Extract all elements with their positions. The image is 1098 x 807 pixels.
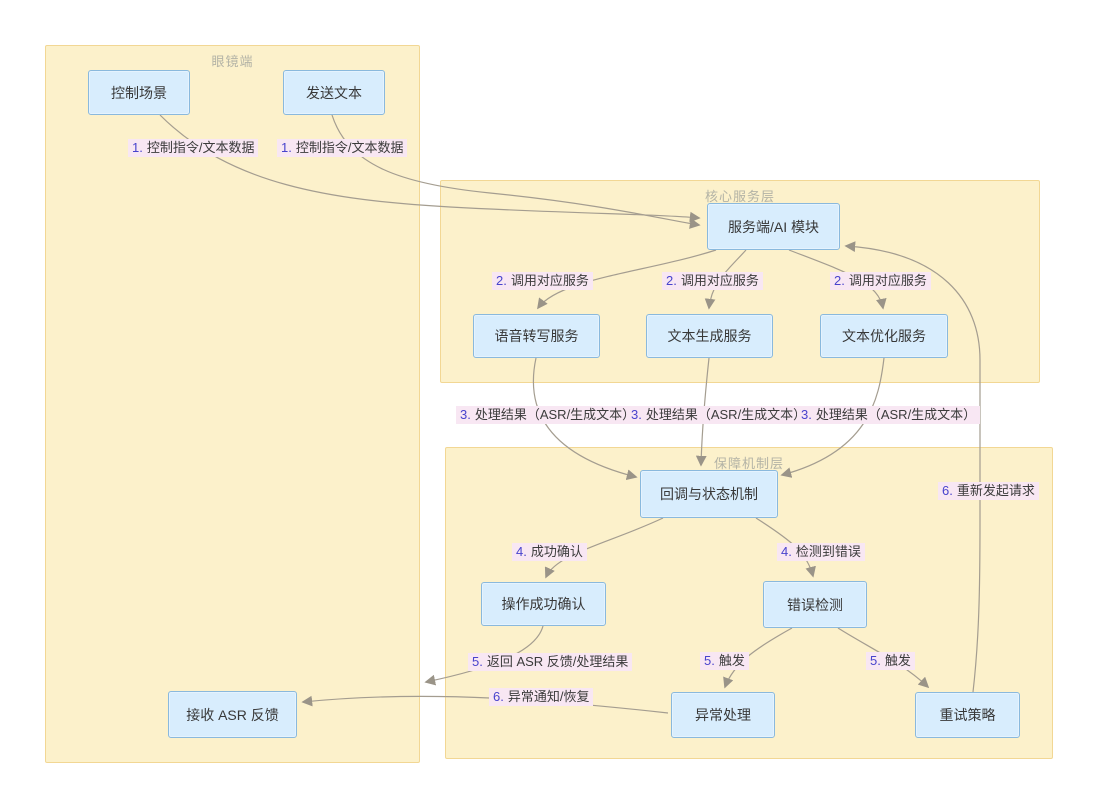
edge-label-text: 重新发起请求 xyxy=(956,483,1035,498)
edge-label-control-data-left: 1.控制指令/文本数据 xyxy=(128,139,259,157)
node-label: 操作成功确认 xyxy=(501,596,586,612)
node-label: 文本生成服务 xyxy=(667,328,752,344)
node-label: 语音转写服务 xyxy=(494,328,579,344)
edge-label-call-service-left: 2.调用对应服务 xyxy=(492,272,593,290)
edge-label-success-confirm: 4.成功确认 xyxy=(512,543,587,561)
edge-label-result-right: 3.处理结果（ASR/生成文本） xyxy=(797,406,981,424)
edge-label-number: 3. xyxy=(631,407,642,422)
group-core-service-title: 核心服务层 xyxy=(704,189,775,204)
node-label: 重试策略 xyxy=(939,707,996,723)
node-control-scene[interactable]: 控制场景 xyxy=(88,70,190,115)
edge-label-trigger-left: 5.触发 xyxy=(700,652,749,670)
edge-label-number: 5. xyxy=(472,654,483,669)
edge-label-text: 检测到错误 xyxy=(795,544,861,559)
edge-label-number: 1. xyxy=(281,140,292,155)
node-retry-strategy[interactable]: 重试策略 xyxy=(915,692,1020,738)
edge-label-number: 2. xyxy=(834,273,845,288)
edge-label-text: 处理结果（ASR/生成文本） xyxy=(815,407,977,422)
node-success-confirm[interactable]: 操作成功确认 xyxy=(481,582,606,626)
edge-label-number: 6. xyxy=(942,483,953,498)
edge-label-number: 2. xyxy=(666,273,677,288)
edge-label-error-detected: 4.检测到错误 xyxy=(777,543,865,561)
node-send-text[interactable]: 发送文本 xyxy=(283,70,385,115)
edge-label-text: 调用对应服务 xyxy=(680,273,759,288)
edge-label-result-left: 3.处理结果（ASR/生成文本） xyxy=(456,406,640,424)
node-callback-state[interactable]: 回调与状态机制 xyxy=(640,470,778,518)
node-ai-module[interactable]: 服务端/AI 模块 xyxy=(707,203,840,250)
node-label: 错误检测 xyxy=(787,596,843,613)
edge-label-exception-notify: 6.异常通知/恢复 xyxy=(489,688,594,706)
node-label: 服务端/AI 模块 xyxy=(727,218,819,235)
edge-label-retry-request: 6.重新发起请求 xyxy=(938,482,1039,500)
node-textopt-service[interactable]: 文本优化服务 xyxy=(820,314,948,358)
group-glasses-title: 眼镜端 xyxy=(211,54,254,69)
edge-label-text: 返回 ASR 反馈/处理结果 xyxy=(486,654,629,669)
edge-label-number: 2. xyxy=(496,273,507,288)
edge-label-number: 6. xyxy=(493,689,504,704)
edge-label-return-asr: 5.返回 ASR 反馈/处理结果 xyxy=(468,653,633,671)
edge-label-text: 处理结果（ASR/生成文本） xyxy=(645,407,807,422)
node-label: 文本优化服务 xyxy=(842,328,926,344)
edge-label-text: 处理结果（ASR/生成文本） xyxy=(474,407,636,422)
edge-label-text: 触发 xyxy=(884,653,911,668)
edge-label-call-service-mid: 2.调用对应服务 xyxy=(662,272,763,290)
edge-label-trigger-right: 5.触发 xyxy=(866,652,915,670)
edge-label-call-service-right: 2.调用对应服务 xyxy=(830,272,931,290)
edge-label-control-data-right: 1.控制指令/文本数据 xyxy=(277,139,408,157)
edge-label-text: 调用对应服务 xyxy=(510,273,589,288)
edge-label-number: 4. xyxy=(516,544,527,559)
edge-label-number: 3. xyxy=(801,407,812,422)
node-asr-service[interactable]: 语音转写服务 xyxy=(473,314,600,358)
edge-label-text: 调用对应服务 xyxy=(848,273,927,288)
edge-label-text: 触发 xyxy=(718,653,745,668)
node-label: 控制场景 xyxy=(111,84,167,101)
edge-label-number: 3. xyxy=(460,407,471,422)
node-label: 发送文本 xyxy=(306,84,362,101)
node-label: 接收 ASR 反馈 xyxy=(186,706,279,723)
edge-label-text: 异常通知/恢复 xyxy=(507,689,590,704)
edge-label-number: 5. xyxy=(704,653,715,668)
edge-label-number: 1. xyxy=(132,140,143,155)
edge-label-text: 控制指令/文本数据 xyxy=(146,140,255,155)
node-label: 异常处理 xyxy=(695,707,751,723)
node-label: 回调与状态机制 xyxy=(660,486,758,502)
node-exception-handle[interactable]: 异常处理 xyxy=(671,692,775,738)
group-safeguard-title: 保障机制层 xyxy=(713,456,784,471)
node-receive-asr[interactable]: 接收 ASR 反馈 xyxy=(168,691,297,738)
edge-label-result-mid: 3.处理结果（ASR/生成文本） xyxy=(627,406,811,424)
edge-label-text: 成功确认 xyxy=(530,544,583,559)
edge-label-text: 控制指令/文本数据 xyxy=(295,140,404,155)
edge-label-number: 4. xyxy=(781,544,792,559)
node-error-detect[interactable]: 错误检测 xyxy=(763,581,867,628)
edge-label-number: 5. xyxy=(870,653,881,668)
node-textgen-service[interactable]: 文本生成服务 xyxy=(646,314,773,358)
